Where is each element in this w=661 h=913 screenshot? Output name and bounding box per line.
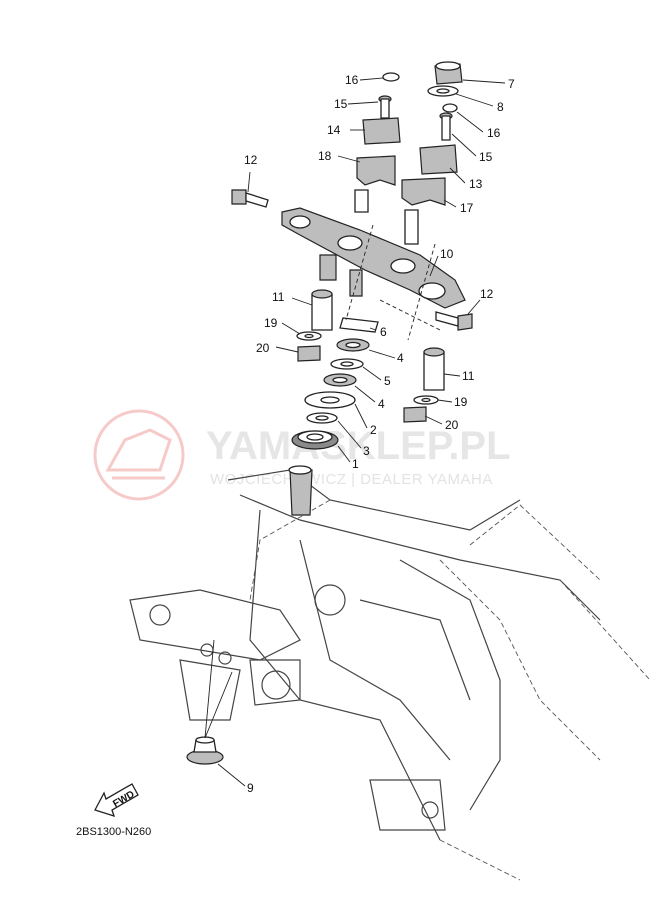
bolt-15-left bbox=[378, 95, 392, 119]
lock-washer-6 bbox=[339, 317, 379, 333]
bolt-15-right bbox=[439, 112, 453, 141]
motorcycle-frame bbox=[129, 469, 651, 881]
callout-4-upper: 4 bbox=[397, 351, 404, 365]
callout-14: 14 bbox=[327, 123, 341, 137]
callout-1: 1 bbox=[352, 457, 359, 471]
callout-8: 8 bbox=[497, 100, 504, 114]
steering-stem bbox=[288, 465, 313, 516]
callout-18: 18 bbox=[318, 149, 332, 163]
upper-bracket bbox=[281, 207, 466, 309]
callout-11-right: 11 bbox=[462, 369, 475, 383]
callout-16-right: 16 bbox=[487, 126, 501, 140]
callout-9: 9 bbox=[247, 781, 254, 795]
damper-11-right bbox=[423, 347, 445, 391]
callout-17: 17 bbox=[460, 201, 474, 215]
watermark-subtitle: WOJCIECHOWICZ | DEALER YAMAHA bbox=[210, 471, 493, 488]
callout-5: 5 bbox=[384, 374, 391, 388]
fwd-label: FWD bbox=[111, 789, 136, 810]
callout-20-left: 20 bbox=[256, 341, 270, 355]
nut-20-left bbox=[297, 345, 321, 362]
ring-nut-4-lower bbox=[323, 373, 357, 387]
callout-19-right: 19 bbox=[454, 395, 468, 409]
callout-16-left: 16 bbox=[345, 73, 359, 87]
watermark-logo-icon bbox=[93, 409, 185, 501]
cap-16-right bbox=[442, 103, 458, 113]
handlebar-holder-left bbox=[354, 117, 401, 213]
washer-19-right bbox=[413, 395, 439, 405]
callout-12-left: 12 bbox=[244, 153, 258, 167]
washer-5 bbox=[330, 358, 364, 370]
fwd-arrow-icon: FWD bbox=[94, 783, 139, 818]
washer-19-left bbox=[296, 331, 322, 341]
callout-20-right: 20 bbox=[445, 418, 459, 432]
callout-12-right: 12 bbox=[480, 287, 494, 301]
leader-lines bbox=[204, 77, 506, 787]
callout-10: 10 bbox=[440, 247, 454, 261]
bearing-1 bbox=[291, 430, 339, 450]
cap-16-left bbox=[382, 72, 400, 82]
callout-15-right: 15 bbox=[479, 150, 493, 164]
callout-15-left: 15 bbox=[334, 97, 348, 111]
callout-11-left: 11 bbox=[272, 290, 285, 304]
stem-nut bbox=[434, 61, 463, 85]
bolt-12-left bbox=[231, 189, 269, 208]
callout-6: 6 bbox=[380, 325, 387, 339]
callout-13: 13 bbox=[469, 177, 483, 191]
handlebar-holder-right bbox=[401, 144, 458, 245]
diagram-code: 2BS1300-N260 bbox=[76, 826, 151, 838]
bolt-12-right bbox=[435, 311, 473, 331]
callout-4-lower: 4 bbox=[378, 397, 385, 411]
callout-19-left: 19 bbox=[264, 316, 278, 330]
lower-bracket-nut bbox=[186, 736, 224, 765]
watermark-brand: YAMASKLEP.PL bbox=[206, 424, 511, 468]
cover-2 bbox=[304, 391, 356, 409]
ring-nut-4-upper bbox=[336, 338, 370, 352]
callout-2: 2 bbox=[370, 423, 377, 437]
damper-11-left bbox=[311, 289, 333, 331]
callouts: 16 15 14 18 12 7 8 16 15 13 17 10 11 12 … bbox=[244, 73, 515, 795]
watermark: YAMASKLEP.PL WOJCIECHOWICZ | DEALER YAMA… bbox=[93, 409, 511, 501]
nut-20-right bbox=[403, 406, 427, 423]
callout-7: 7 bbox=[508, 77, 515, 91]
callout-3: 3 bbox=[363, 444, 370, 458]
washer-8 bbox=[427, 85, 459, 97]
seal-3 bbox=[306, 412, 338, 424]
